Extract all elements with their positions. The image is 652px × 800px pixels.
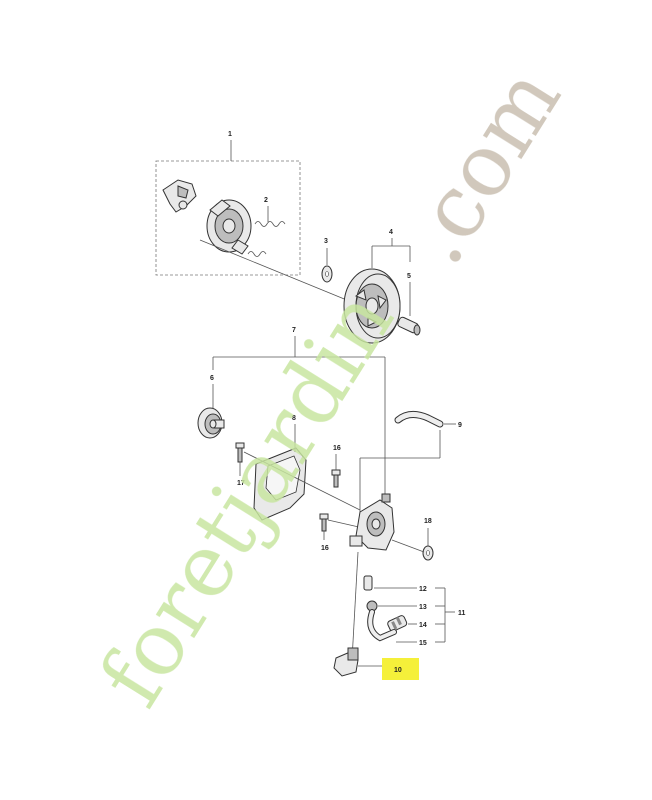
- washer-part: 3: [321, 238, 333, 283]
- callout-2: 2: [264, 197, 268, 204]
- clutch-spring-part: 2: [247, 197, 286, 257]
- needle-bearing-part: [397, 316, 421, 336]
- callout-14: 14: [419, 622, 427, 629]
- callout-3: 3: [324, 238, 328, 245]
- washer-18-part: 18: [391, 518, 434, 561]
- callout-12: 12: [419, 586, 427, 593]
- callout-1: 1: [228, 131, 232, 138]
- callout-16-lower: 16: [321, 545, 329, 552]
- callout-10: 10: [394, 667, 402, 674]
- oil-pump-body-part: [349, 493, 395, 551]
- clutch-shoe-part: [162, 179, 197, 213]
- callout-11: 11: [458, 610, 466, 617]
- callout-15: 15: [419, 640, 427, 647]
- oil-hose-kit-group: 12 13 14 15 11: [351, 551, 466, 661]
- callout-18: 18: [424, 518, 432, 525]
- callout-5: 5: [407, 273, 411, 280]
- screw-17-part: 17: [235, 442, 361, 511]
- callout-17: 17: [237, 480, 245, 487]
- highlight-box-part-10: [382, 658, 419, 680]
- screw-16-upper-part: 16: [331, 445, 341, 488]
- watermark-text-grey: .com: [385, 51, 580, 281]
- clutch-drum-part: [343, 268, 401, 344]
- worm-gear-part: [197, 407, 225, 439]
- callout-8: 8: [292, 415, 296, 422]
- callout-4-5-leaders: 4 5: [371, 229, 411, 316]
- callout-7: 7: [292, 327, 296, 334]
- callout-9: 9: [458, 422, 462, 429]
- group-7-leaders: 7 6: [210, 327, 386, 496]
- part-10-fitting: 10: [333, 647, 419, 680]
- callout-4: 4: [389, 229, 393, 236]
- callout-16-upper: 16: [333, 445, 341, 452]
- watermark: foretjardin .com: [81, 51, 580, 723]
- clutch-assembly-group: 1 2: [155, 131, 421, 331]
- clutch-kit-dashed-box: [155, 160, 301, 276]
- watermark-text-green: foretjardin: [81, 274, 413, 723]
- oil-hose-part: 9: [359, 411, 462, 520]
- callout-6: 6: [210, 375, 214, 382]
- callout-13: 13: [419, 604, 427, 611]
